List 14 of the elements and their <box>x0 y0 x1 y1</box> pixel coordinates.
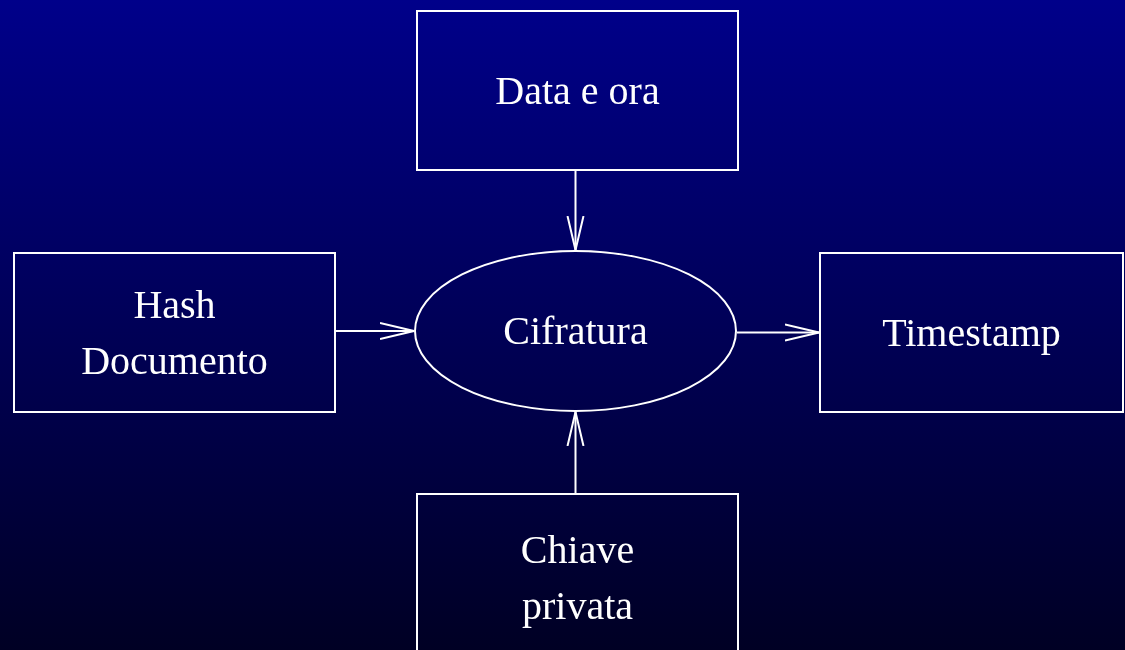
process-ellipse <box>414 250 737 412</box>
process-box <box>13 252 336 413</box>
process-box <box>819 252 1124 413</box>
arrow <box>566 170 585 251</box>
arrow <box>736 323 820 342</box>
node-label: Hash Documento <box>80 280 269 385</box>
arrow <box>335 322 415 340</box>
process-box <box>416 10 739 171</box>
node-label: Data e ora <box>495 66 660 115</box>
node-label: Timestamp <box>882 308 1061 357</box>
process-box <box>416 493 739 650</box>
arrow <box>566 411 585 494</box>
node-label: Cifratura <box>503 307 648 355</box>
node-label: Chiave privata <box>519 526 636 630</box>
